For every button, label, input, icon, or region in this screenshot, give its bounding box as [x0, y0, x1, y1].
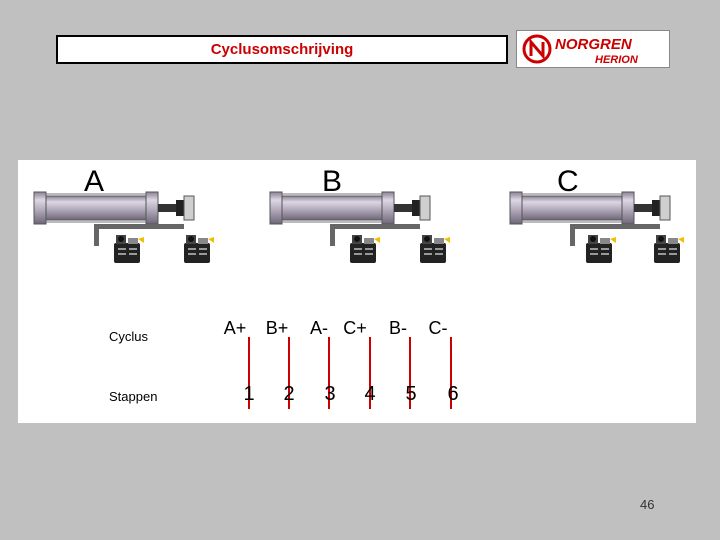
cylinder-b — [269, 191, 450, 263]
valve-b2 — [420, 235, 450, 263]
logo-line1: NORGREN — [555, 36, 633, 53]
cycle-item-3: A- — [310, 318, 328, 338]
cylinder-a-label: A — [84, 165, 105, 198]
steps-row-label: Stappen — [109, 389, 158, 404]
cylinder-c-label: C — [557, 165, 579, 198]
cycle-item-2: B+ — [265, 318, 289, 338]
cycle-item-4: C+ — [343, 318, 367, 338]
norgren-herion-logo: NORGREN HERION — [516, 30, 670, 68]
valve-c1 — [586, 235, 616, 263]
step-item-1: 1 — [243, 383, 255, 405]
cycle-diagram-panel: A B C Cyclus Stappen A+ B+ A- C+ B- C- 1… — [18, 160, 696, 423]
cycle-item-6: C- — [428, 318, 448, 338]
step-item-4: 4 — [364, 383, 376, 405]
slide-title: Cyclusomschrijving — [56, 35, 508, 64]
diagram-graphics — [33, 191, 684, 409]
valve-a2 — [184, 235, 214, 263]
step-item-6: 6 — [447, 383, 459, 405]
cylinder-a — [33, 191, 214, 263]
valve-c2 — [654, 235, 684, 263]
cycle-item-1: A+ — [223, 318, 247, 338]
valve-a1 — [114, 235, 144, 263]
slide-title-text: Cyclusomschrijving — [210, 41, 354, 58]
step-lines — [248, 337, 452, 409]
step-item-2: 2 — [283, 383, 295, 405]
valve-b1 — [350, 235, 380, 263]
cylinder-b-label: B — [322, 165, 343, 198]
cylinder-c — [509, 191, 684, 263]
step-item-3: 3 — [324, 383, 336, 405]
cycle-row-label: Cyclus — [109, 329, 149, 344]
page-number: 46 — [640, 497, 655, 512]
cycle-item-5: B- — [389, 318, 407, 338]
step-item-5: 5 — [405, 383, 417, 405]
logo-line2: HERION — [595, 54, 639, 66]
